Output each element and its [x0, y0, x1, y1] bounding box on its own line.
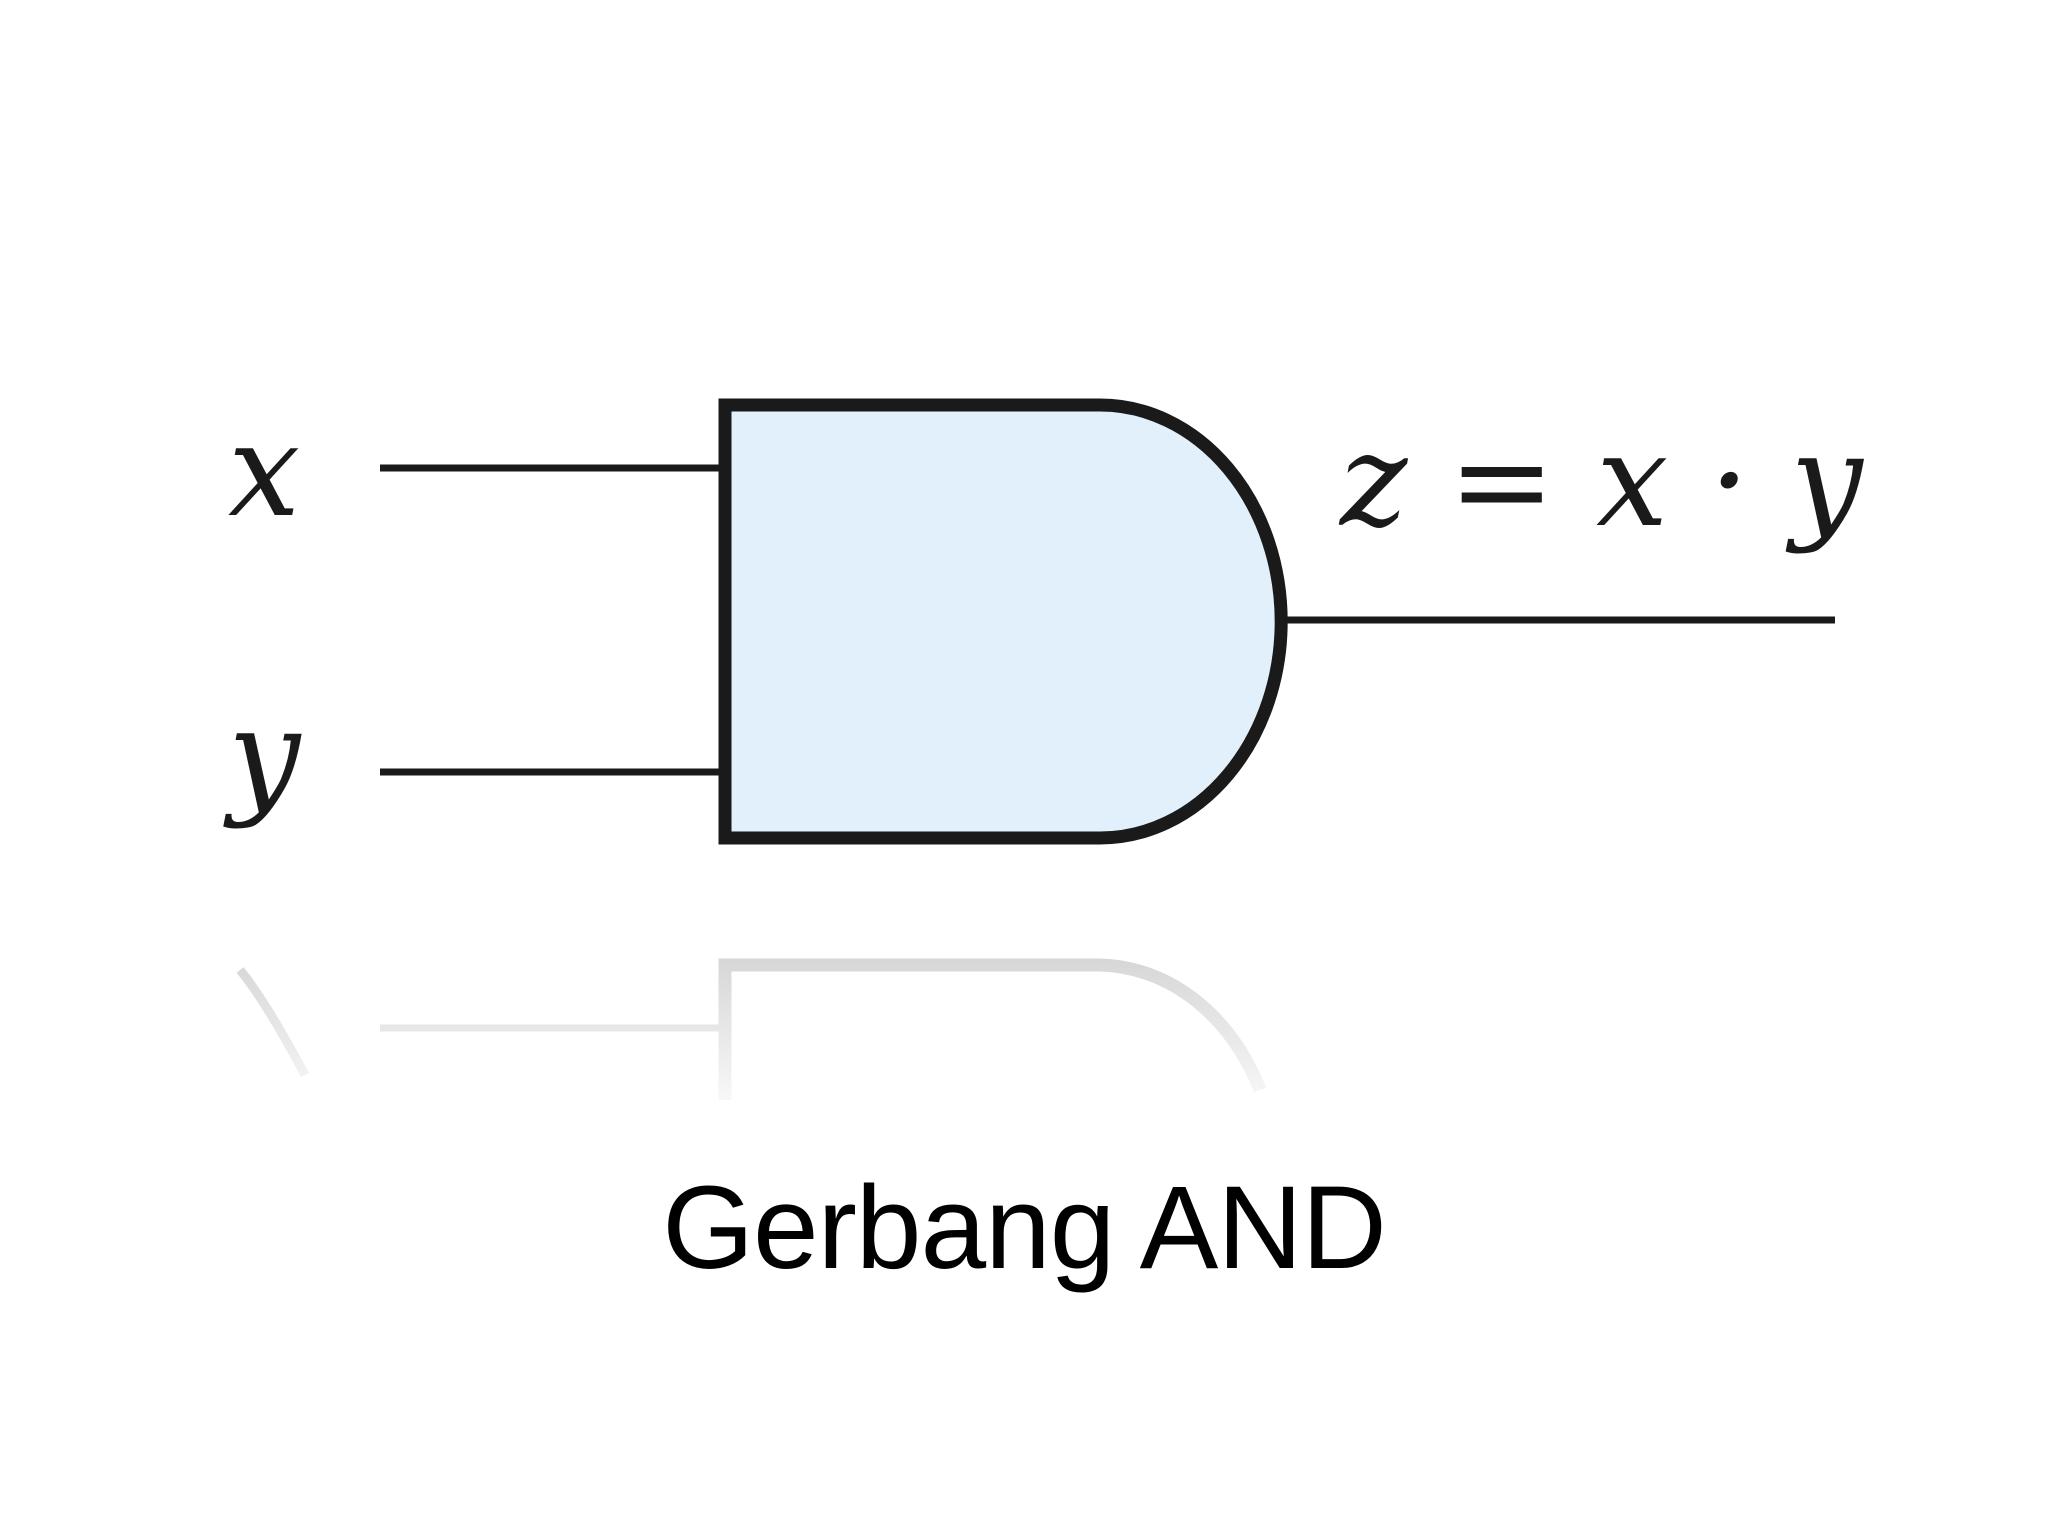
and-gate-body: [718, 398, 1288, 845]
input-x-label: x: [228, 397, 300, 546]
gate-reflection: [200, 950, 1300, 1130]
output-equation-label: z = x · y: [1338, 407, 1864, 556]
slide-caption: Gerbang AND: [662, 1162, 1387, 1294]
input-y-label: y: [223, 682, 302, 831]
